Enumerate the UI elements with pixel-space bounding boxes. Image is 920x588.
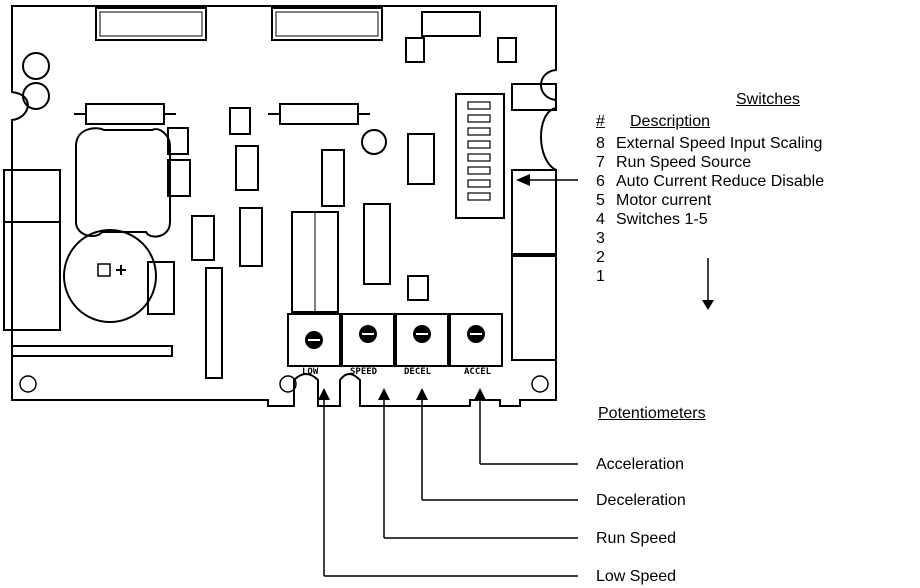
top-connector-right [271,7,383,41]
switch-description: External Speed Input Scaling [616,135,823,152]
switch-number: 1 [596,268,605,285]
top-connector-left [95,7,207,41]
pot-block-speed [341,313,395,367]
potentiometer-label-run-speed: Run Speed [596,530,677,547]
board-pot-label-accel: ACCEL [464,367,492,377]
pot-block-low [287,313,341,367]
switch-description: Auto Current Reduce Disable [616,173,825,190]
switches-col-desc: Description [630,113,711,130]
switch-number: 6 [596,173,605,190]
potentiometer-label-deceleration: Deceleration [596,492,686,509]
switch-row: 4 Switches 1-5 [596,210,708,229]
switch-description: Run Speed Source [616,154,752,171]
switch-number: 3 [596,230,605,247]
switches-col-num: # [596,113,605,130]
potentiometer-label-low-speed: Low Speed [596,568,677,585]
switch-row: 3 [596,229,616,248]
switch-number: 2 [596,249,605,266]
board-pot-label-speed: SPEED [350,367,378,377]
board-pot-label-decel: DECEL [404,367,432,377]
switch-row: 5 Motor current [596,191,711,210]
switch-row: 1 [596,267,616,286]
capacitor [63,229,157,323]
pot-block-accel [449,313,503,367]
potentiometer-label-acceleration: Acceleration [596,456,685,473]
switch-number: 7 [596,154,605,171]
switch-row: 7 Run Speed Source [596,153,751,172]
switch-number: 5 [596,192,605,209]
dip-switch [455,93,505,219]
pot-block-decel [395,313,449,367]
board-pot-label-low: LOW [302,367,319,377]
switch-number: 8 [596,135,605,152]
transformer [75,127,171,238]
switch-number: 4 [596,211,605,228]
switch-row: 8 External Speed Input Scaling [596,134,822,153]
switch-description: Switches 1-5 [616,211,708,228]
potentiometers-title: Potentiometers [598,405,706,422]
switches-title: Switches [736,91,801,108]
switch-description: Motor current [616,192,712,209]
side-barrel [511,83,557,111]
switch-row: 2 [596,248,616,267]
top-small-block [421,11,481,37]
switch-row: 6 Auto Current Reduce Disable [596,172,824,191]
